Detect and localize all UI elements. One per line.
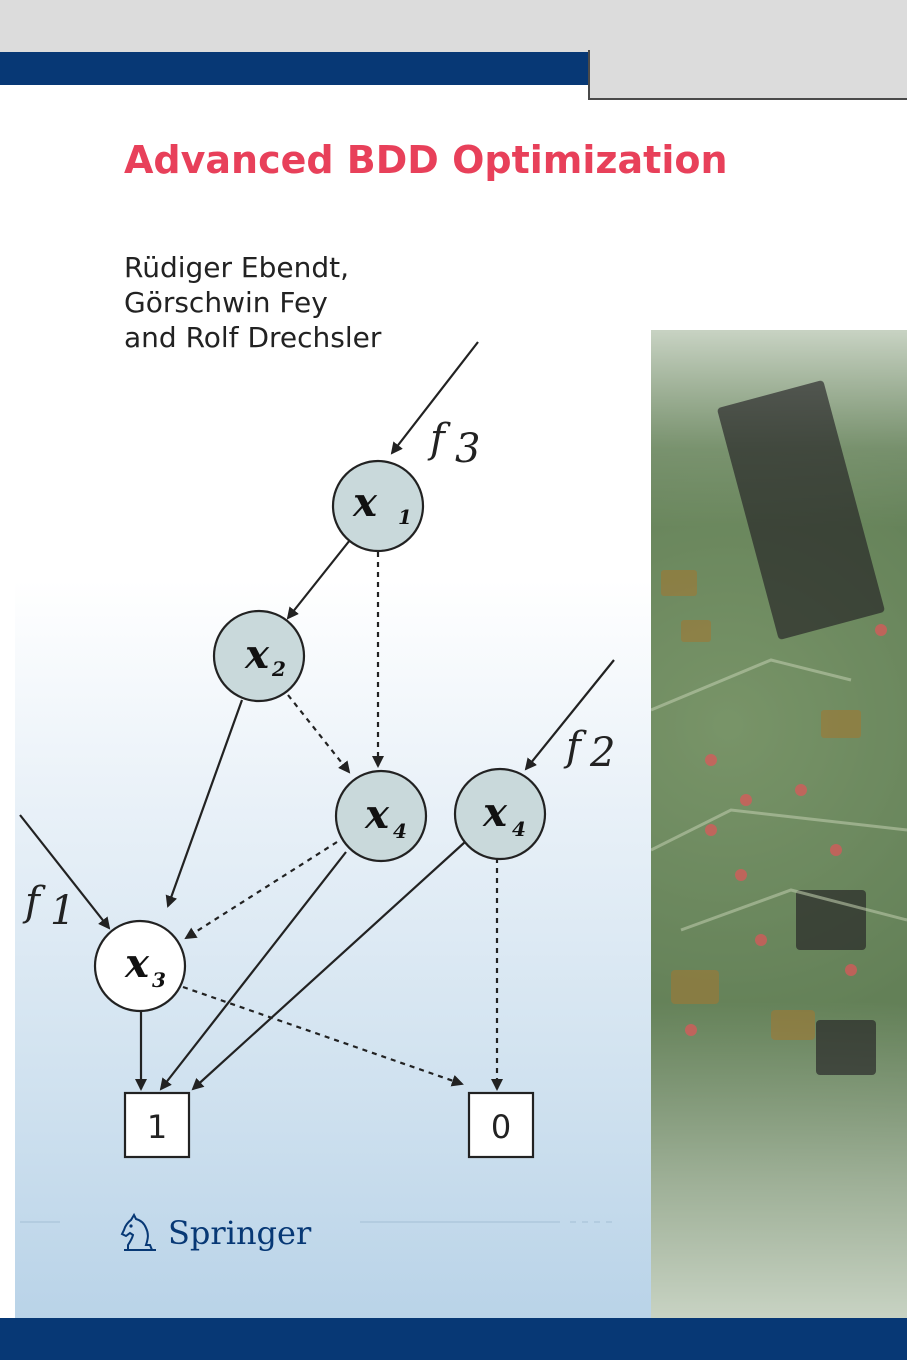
edge-x4b-1 <box>191 841 466 1091</box>
circuit-board-illustration <box>651 330 907 1318</box>
edge-x4a-x3 <box>184 841 338 940</box>
edge-x2-x3 <box>165 699 244 908</box>
bdd-node-x4-right: x 4 <box>453 767 547 861</box>
edge-x3-0 <box>182 985 464 1087</box>
edge-x4a-1 <box>159 851 347 1091</box>
bdd-edges <box>19 341 615 1091</box>
svg-text:1: 1 <box>398 505 412 529</box>
edge-f2-x4b <box>524 659 615 771</box>
svg-text:2: 2 <box>589 730 615 776</box>
top-white-strip <box>0 85 589 100</box>
svg-text:f: f <box>563 724 587 770</box>
svg-text:f: f <box>427 416 451 462</box>
svg-text:f: f <box>22 879 46 925</box>
edge-x2-x4a <box>287 694 351 774</box>
svg-text:x: x <box>244 631 270 678</box>
bdd-node-x3: x 3 <box>93 919 187 1013</box>
author-line: and Rolf Drechsler <box>124 321 382 354</box>
publisher-name: Springer <box>168 1214 312 1252</box>
author-line: Rüdiger Ebendt, <box>124 251 349 284</box>
svg-text:x: x <box>482 789 508 836</box>
edge-f1-x3 <box>19 814 111 930</box>
function-label-f3: f 3 <box>427 416 480 472</box>
terminal-one: 1 <box>123 1091 191 1159</box>
svg-text:4: 4 <box>512 817 526 841</box>
circuit-board-image <box>651 330 907 1318</box>
edge-f3-x1 <box>390 341 479 455</box>
edge-x1-x2 <box>286 539 351 620</box>
author-line: Görschwin Fey <box>124 286 328 319</box>
svg-text:x: x <box>124 940 150 987</box>
springer-knight-icon <box>120 1212 156 1251</box>
svg-text:0: 0 <box>491 1108 511 1146</box>
bdd-node-x1: x 1 <box>331 459 425 553</box>
book-title: Advanced BDD Optimization <box>124 138 728 182</box>
svg-text:4: 4 <box>393 819 407 843</box>
top-blue-bar <box>0 52 589 85</box>
author-list: Rüdiger Ebendt, Görschwin Fey and Rolf D… <box>124 250 381 355</box>
bdd-node-x2: x 2 <box>212 609 306 703</box>
terminal-zero: 0 <box>467 1091 535 1159</box>
function-label-f1: f 1 <box>22 879 75 934</box>
svg-text:1: 1 <box>50 888 75 934</box>
bottom-blue-bar <box>0 1318 907 1360</box>
svg-text:x: x <box>364 791 390 838</box>
bdd-node-x4-left: x 4 <box>334 769 428 863</box>
svg-text:3: 3 <box>152 968 166 992</box>
function-label-f2: f 2 <box>563 724 615 776</box>
publisher-logo: Springer <box>118 1209 311 1257</box>
svg-text:2: 2 <box>271 657 286 681</box>
svg-text:1: 1 <box>147 1108 167 1146</box>
svg-text:3: 3 <box>455 426 480 472</box>
svg-text:x: x <box>352 479 378 526</box>
top-right-frame <box>588 50 907 100</box>
